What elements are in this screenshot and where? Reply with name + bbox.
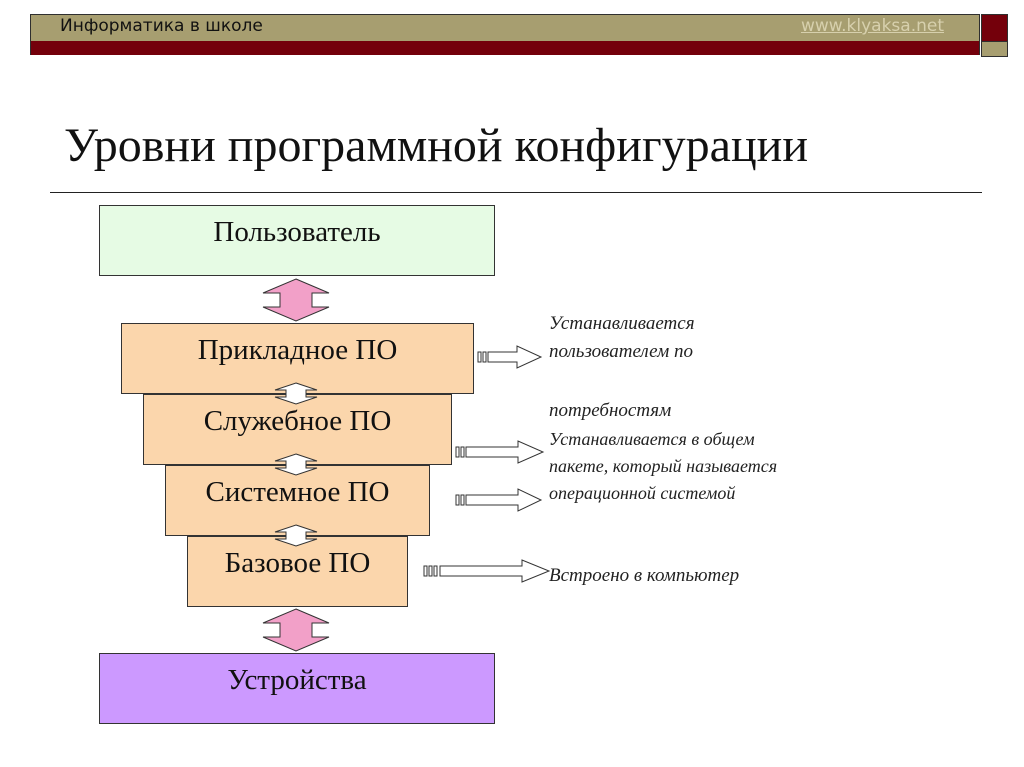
layer-service-label: Служебное ПО xyxy=(203,405,392,437)
site-link[interactable]: www.klyaksa.net xyxy=(800,16,944,36)
layer-system-box: Системное ПО xyxy=(165,465,430,536)
note-applied-tail: потребностям xyxy=(549,400,672,421)
slide-title: Уровни программной конфигурации xyxy=(64,119,809,172)
site-name: Информатика в школе xyxy=(60,16,263,36)
user-label: Пользователь xyxy=(213,216,381,248)
double-arrow-user-applied xyxy=(262,278,330,322)
layer-applied-label: Прикладное ПО xyxy=(197,334,398,366)
note-applied-line-1: Устанавливается xyxy=(549,313,695,334)
header-corner-bottom xyxy=(981,41,1008,57)
double-arrow-applied-service xyxy=(274,382,318,405)
striped-arrow-system xyxy=(455,488,543,512)
double-arrow-service-system xyxy=(274,453,318,476)
note-system: Устанавливается в общем пакете, который … xyxy=(549,426,849,507)
layer-base-label: Базовое ПО xyxy=(224,547,371,579)
note-base: Встроено в компьютер xyxy=(549,565,740,586)
note-system-line-2: пакете, который называется xyxy=(549,456,778,476)
note-applied: Устанавливается пользователем по xyxy=(549,310,809,366)
note-system-line-3: операционной системой xyxy=(549,483,736,503)
devices-label: Устройства xyxy=(227,664,367,696)
double-arrow-system-base xyxy=(274,524,318,547)
note-applied-line-2: пользователем по xyxy=(549,341,694,362)
devices-box: Устройства xyxy=(99,653,495,724)
striped-arrow-service xyxy=(455,440,545,464)
title-divider xyxy=(50,192,982,193)
layer-system-label: Системное ПО xyxy=(205,476,390,508)
layer-service-box: Служебное ПО xyxy=(143,394,452,465)
layer-base-box: Базовое ПО xyxy=(187,536,408,607)
header-stripe xyxy=(30,41,980,55)
user-box: Пользователь xyxy=(99,205,495,276)
striped-arrow-applied xyxy=(477,345,543,369)
double-arrow-base-devices xyxy=(262,608,330,652)
striped-arrow-base xyxy=(423,559,551,583)
note-system-line-1: Устанавливается в общем xyxy=(549,429,755,449)
layer-applied-box: Прикладное ПО xyxy=(121,323,474,394)
header-corner-top xyxy=(981,14,1008,42)
